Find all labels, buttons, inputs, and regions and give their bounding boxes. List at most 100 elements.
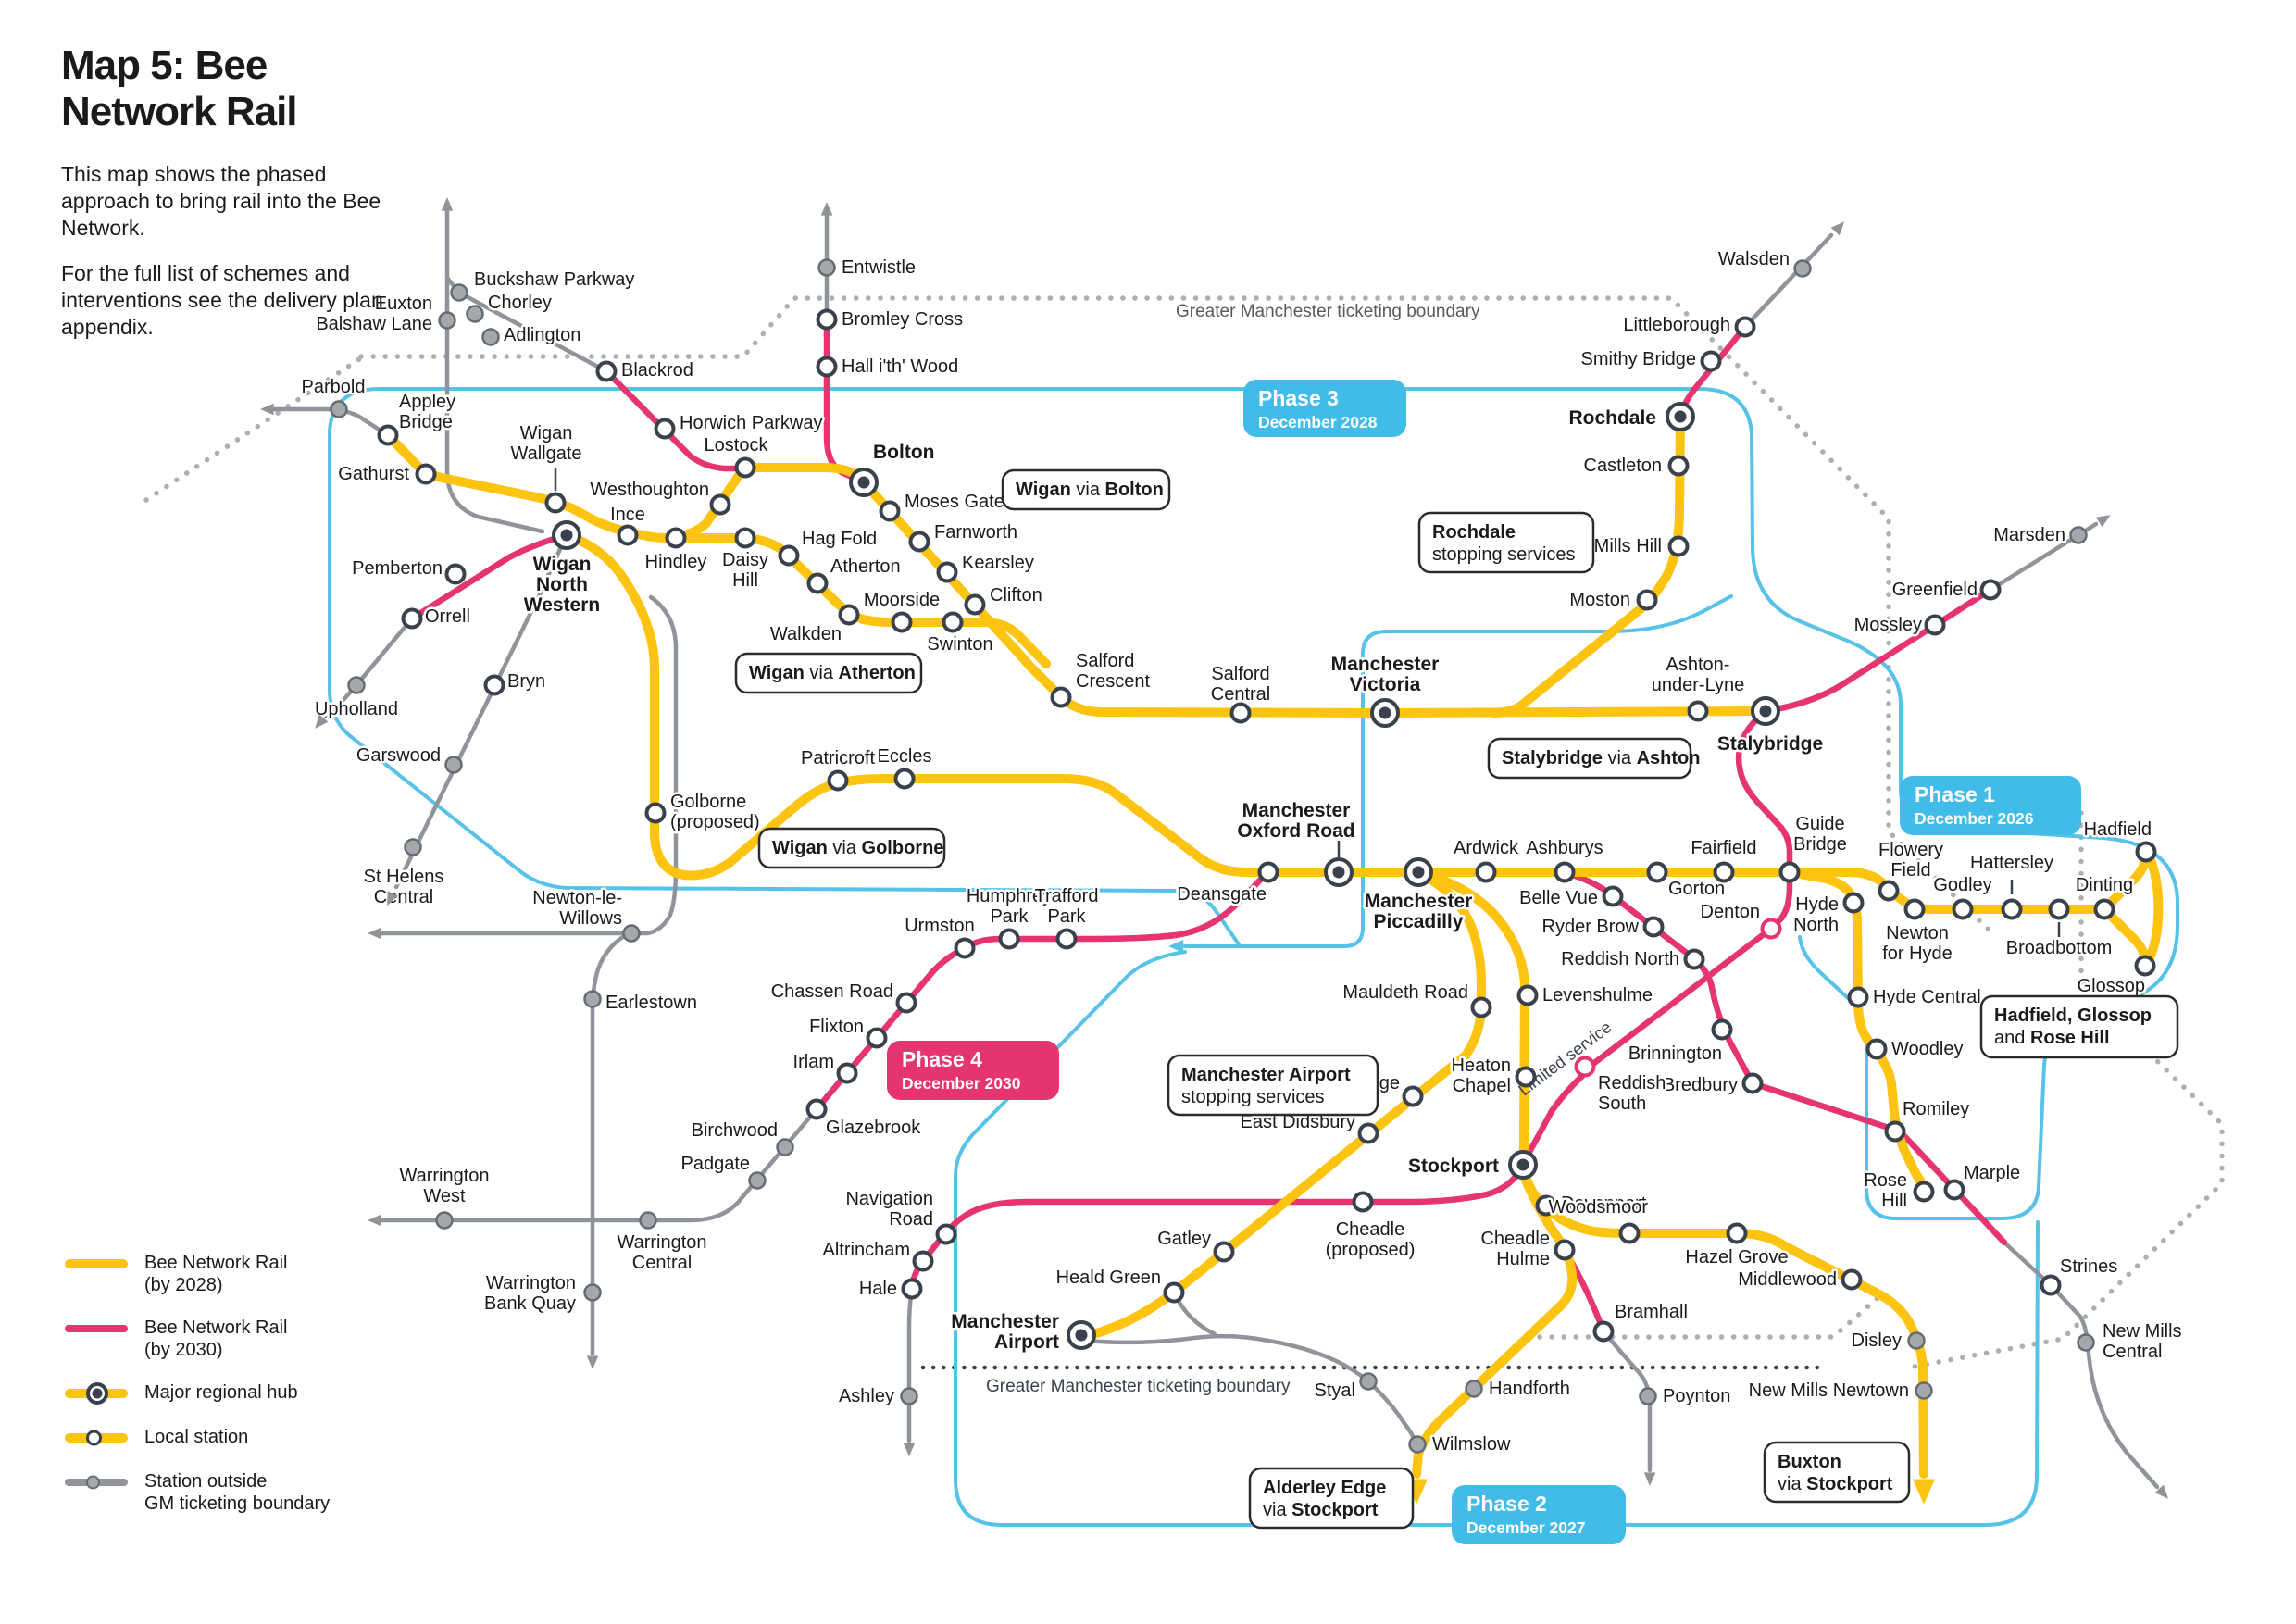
station-ryder-brow[interactable]: [1642, 916, 1665, 938]
station-belle-vue[interactable]: [1602, 885, 1624, 907]
station-styal[interactable]: [1359, 1372, 1378, 1391]
station-woodsmoor[interactable]: [1618, 1222, 1641, 1244]
station-farnworth[interactable]: [908, 531, 930, 553]
station-bolton[interactable]: [849, 468, 879, 497]
station-brinnington[interactable]: [1711, 1018, 1733, 1041]
station-salford-crescent[interactable]: [1050, 686, 1072, 708]
station-hyde-north[interactable]: [1842, 892, 1865, 914]
station-daisy-hill[interactable]: [734, 527, 756, 549]
station-fairfield[interactable]: [1713, 861, 1735, 883]
station-handforth[interactable]: [1465, 1380, 1483, 1398]
station-upholland[interactable]: [347, 676, 366, 694]
station-warrington-bank-quay[interactable]: [583, 1283, 602, 1302]
station-marsden[interactable]: [2069, 526, 2088, 544]
station-east-didsbury[interactable]: [1357, 1122, 1379, 1144]
station-urmston[interactable]: [954, 937, 976, 959]
station-godley[interactable]: [1952, 898, 1974, 920]
station-st-helens-central[interactable]: [404, 838, 422, 856]
station-davenport[interactable]: [1535, 1194, 1557, 1217]
station-irlam[interactable]: [836, 1062, 858, 1084]
station-bryn[interactable]: [483, 674, 505, 696]
station-clifton[interactable]: [964, 593, 986, 616]
station-wilmslow[interactable]: [1408, 1435, 1427, 1454]
station-westhoughton[interactable]: [709, 493, 731, 516]
station-ardwick[interactable]: [1475, 861, 1497, 883]
station-mills-hill[interactable]: [1667, 535, 1690, 557]
station-bromley-cross[interactable]: [816, 308, 838, 331]
station-mauldeth-road[interactable]: [1470, 996, 1492, 1018]
station-rose-hill[interactable]: [1913, 1181, 1935, 1203]
station-smithy-bridge[interactable]: [1700, 350, 1722, 372]
station-new-mills-central[interactable]: [2077, 1333, 2095, 1352]
station-glazebrook[interactable]: [805, 1098, 828, 1120]
station-reddish-north[interactable]: [1683, 948, 1705, 970]
station-manchester-victoria[interactable]: [1370, 698, 1400, 728]
station-levenshulme[interactable]: [1516, 984, 1539, 1006]
station-swinton[interactable]: [942, 611, 964, 633]
station-ashton-under-lyne[interactable]: [1687, 700, 1709, 722]
station-salford-central[interactable]: [1229, 702, 1252, 724]
station-ashburys[interactable]: [1554, 861, 1576, 883]
station-newton-for-hyde[interactable]: [1903, 898, 1926, 920]
station-altrincham[interactable]: [912, 1250, 934, 1272]
station-mossley[interactable]: [1924, 614, 1946, 636]
station-golborne-proposed[interactable]: [644, 802, 667, 824]
station-dinting[interactable]: [2093, 898, 2115, 920]
station-cheadle-proposed[interactable]: [1352, 1191, 1374, 1213]
station-walsden[interactable]: [1793, 259, 1812, 278]
station-heald-green[interactable]: [1163, 1281, 1185, 1304]
station-burnage[interactable]: [1402, 1085, 1424, 1107]
station-appley-bridge[interactable]: [377, 424, 399, 446]
station-walkden[interactable]: [838, 604, 860, 626]
station-ashley[interactable]: [900, 1387, 918, 1405]
station-trafford-park[interactable]: [1055, 928, 1078, 950]
station-middlewood[interactable]: [1841, 1268, 1863, 1291]
station-hadfield[interactable]: [2135, 841, 2157, 863]
station-new-mills-newtown[interactable]: [1915, 1381, 1933, 1400]
station-moston[interactable]: [1636, 589, 1658, 611]
station-manchester-airport[interactable]: [1067, 1320, 1096, 1350]
station-cheadle-hulme[interactable]: [1554, 1239, 1576, 1261]
station-manchester-oxford-road[interactable]: [1324, 857, 1354, 887]
station-warrington-central[interactable]: [639, 1211, 657, 1230]
station-lostock[interactable]: [734, 456, 756, 479]
station-padgate[interactable]: [748, 1171, 767, 1190]
station-earlestown[interactable]: [583, 990, 602, 1008]
station-blackrod[interactable]: [595, 360, 618, 382]
station-guide-bridge[interactable]: [1778, 861, 1801, 883]
station-buckshaw-parkway[interactable]: [450, 283, 468, 302]
station-heaton-chapel[interactable]: [1515, 1066, 1537, 1088]
station-greenfield[interactable]: [1979, 579, 2002, 601]
station-atherton[interactable]: [806, 572, 829, 594]
station-pemberton[interactable]: [444, 563, 467, 585]
station-stalybridge[interactable]: [1751, 696, 1780, 726]
station-deansgate[interactable]: [1257, 861, 1279, 883]
station-parbold[interactable]: [330, 400, 348, 418]
station-flixton[interactable]: [866, 1027, 888, 1049]
station-warrington-west[interactable]: [435, 1211, 454, 1230]
station-flowery-field[interactable]: [1878, 880, 1900, 902]
station-patricroft[interactable]: [827, 769, 849, 792]
station-hattersley[interactable]: [2001, 898, 2023, 920]
station-navigation-road[interactable]: [935, 1223, 957, 1245]
station-entwistle[interactable]: [817, 258, 836, 277]
station-glossop[interactable]: [2134, 955, 2156, 977]
station-chassen-road[interactable]: [895, 992, 917, 1014]
station-woodley[interactable]: [1866, 1038, 1888, 1060]
station-stockport[interactable]: [1508, 1150, 1538, 1180]
station-hazel-grove[interactable]: [1726, 1222, 1748, 1244]
station-bramhall[interactable]: [1592, 1320, 1615, 1343]
station-eccles[interactable]: [893, 768, 916, 790]
station-hyde-central[interactable]: [1847, 986, 1869, 1008]
station-broadbottom[interactable]: [2048, 898, 2070, 920]
station-manchester-piccadilly[interactable]: [1404, 857, 1433, 887]
station-hag-fold[interactable]: [778, 544, 800, 567]
station-denton[interactable]: [1760, 918, 1782, 940]
station-hale[interactable]: [901, 1278, 923, 1300]
station-horwich-parkway[interactable]: [654, 418, 676, 440]
station-reddish-south[interactable]: [1574, 1056, 1596, 1078]
station-wigan-north-western[interactable]: [552, 520, 581, 550]
station-romiley[interactable]: [1884, 1120, 1906, 1143]
station-hall-i-th-wood[interactable]: [816, 356, 838, 378]
station-gatley[interactable]: [1213, 1241, 1235, 1263]
